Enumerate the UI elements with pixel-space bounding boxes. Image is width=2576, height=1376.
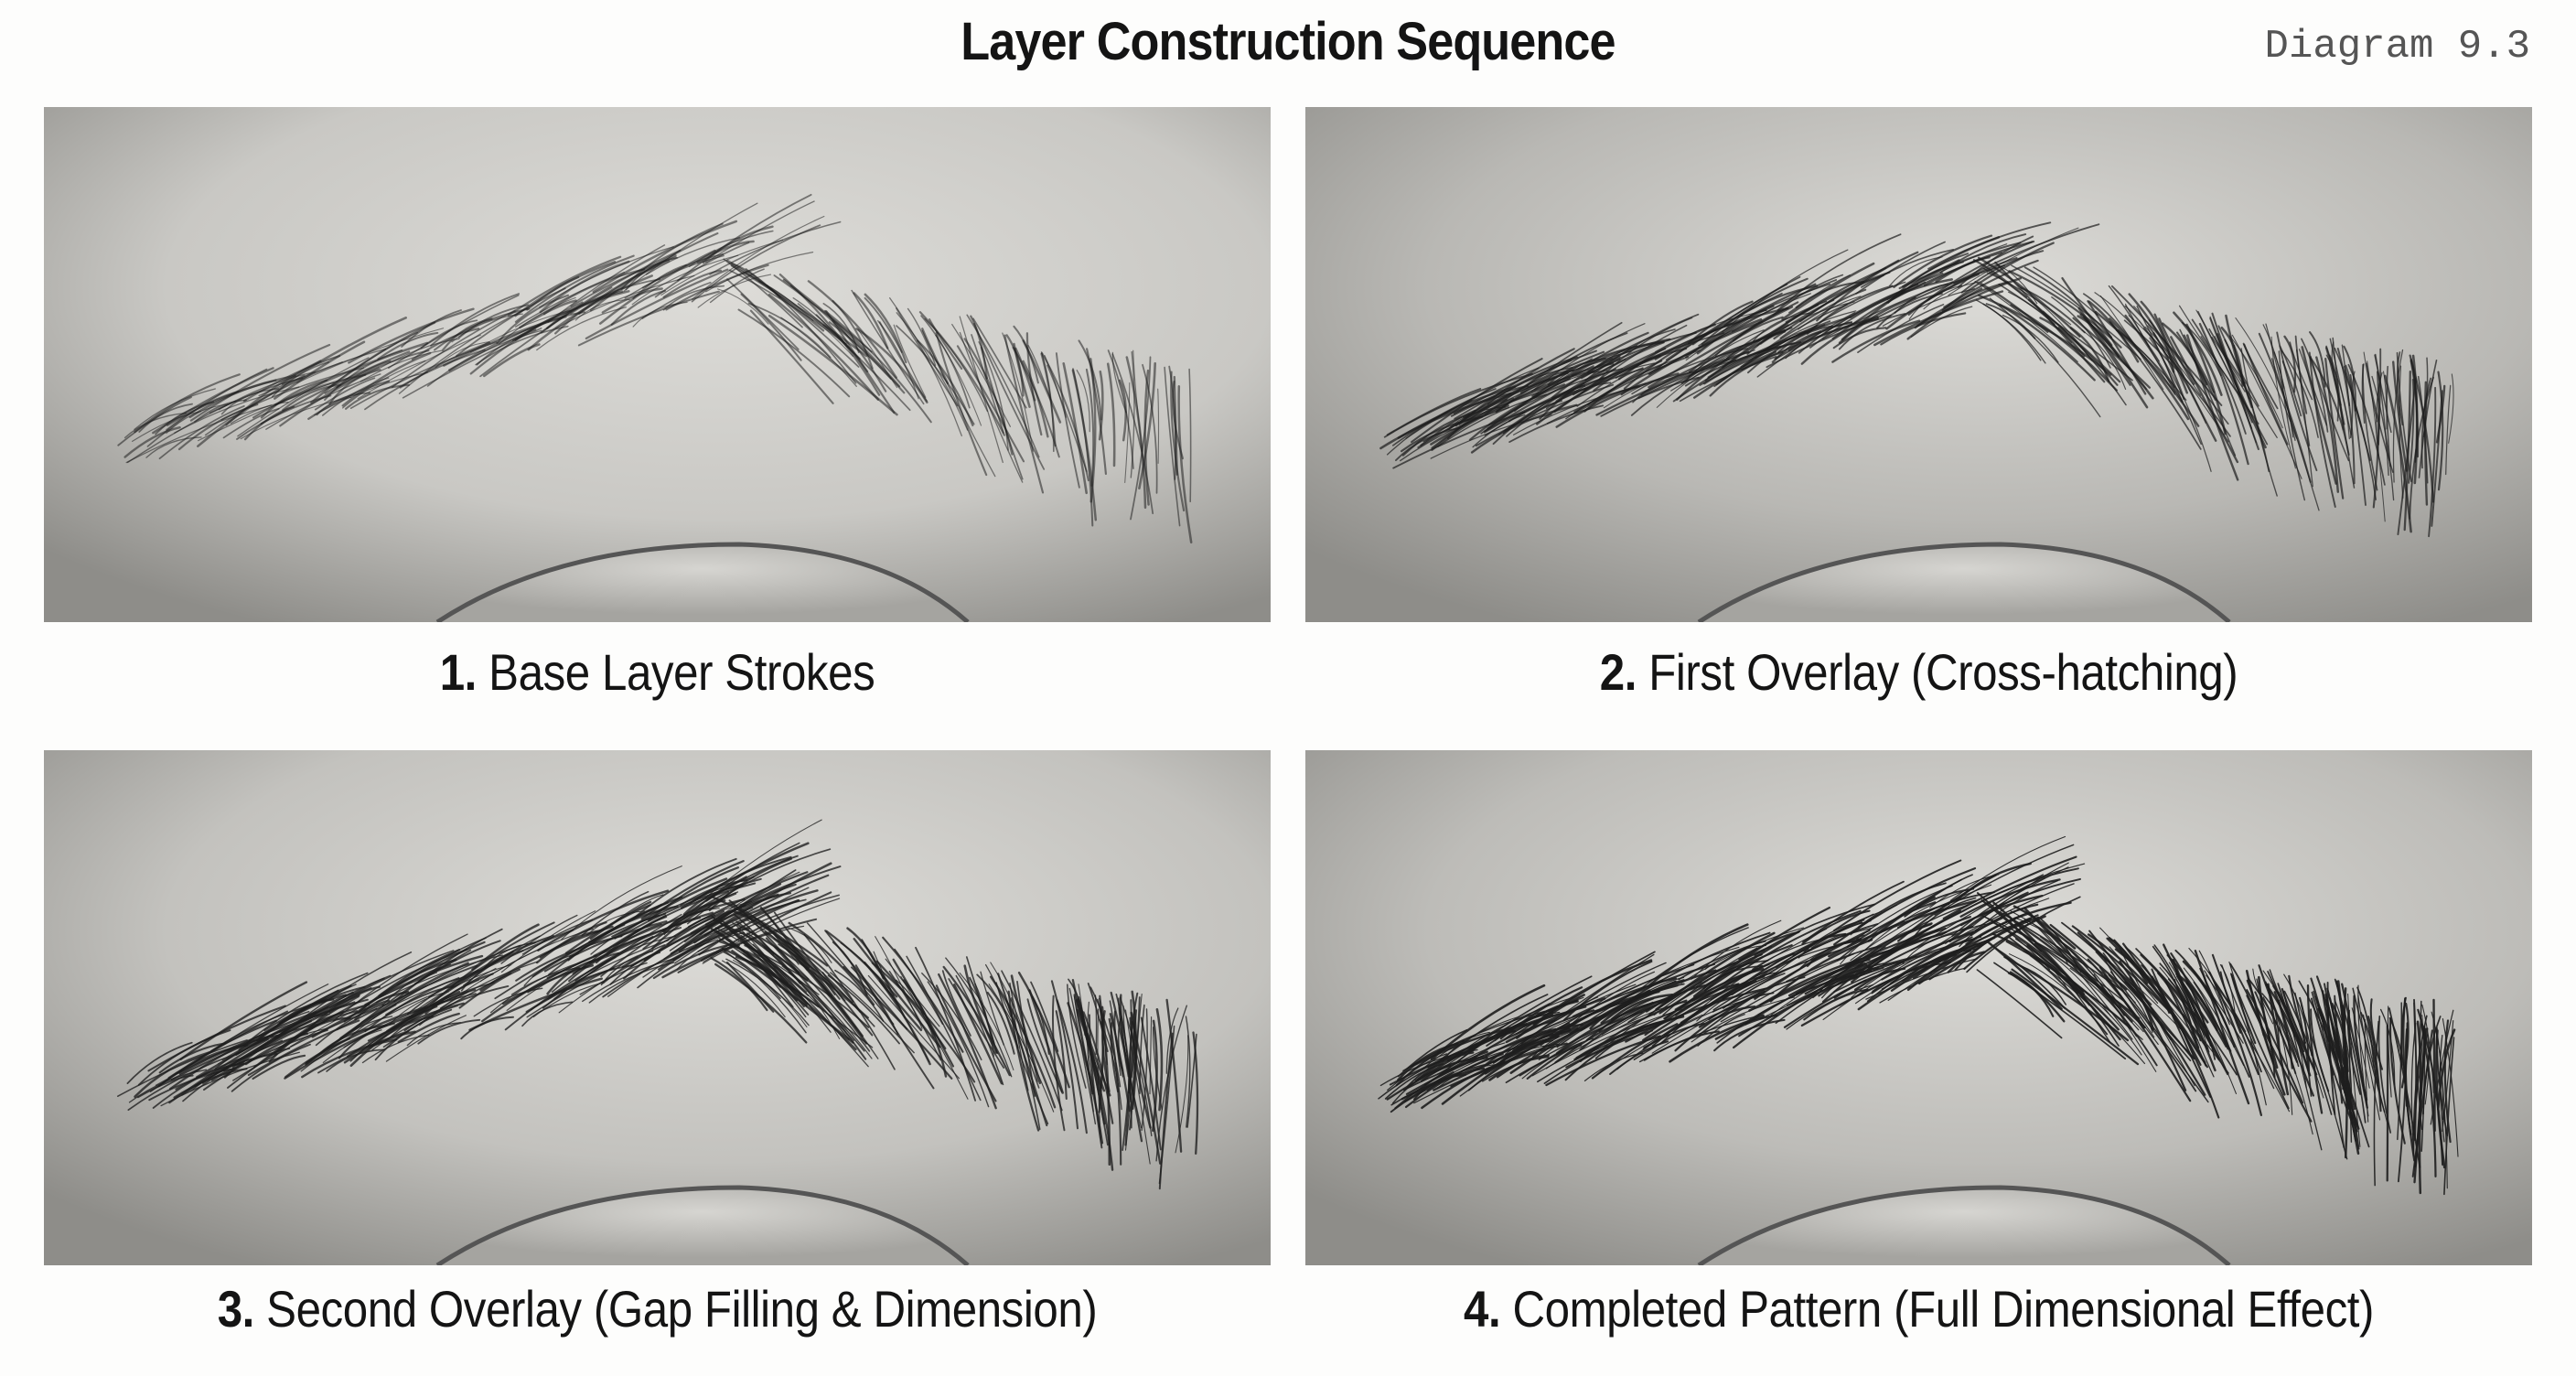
caption-text: First Overlay (Cross-hatching) — [1648, 643, 2238, 701]
diagram-number: Diagram 9.3 — [2264, 24, 2530, 70]
panel-1-image — [44, 107, 1271, 622]
panel-4-caption: 4. Completed Pattern (Full Dimensional E… — [1379, 1279, 2458, 1338]
caption-text: Base Layer Strokes — [488, 643, 875, 701]
panel-1-caption: 1. Base Layer Strokes — [117, 642, 1197, 702]
page-title: Layer Construction Sequence — [961, 12, 1615, 71]
step-number: 2. — [1599, 643, 1637, 701]
panel-4-image — [1305, 750, 2532, 1265]
panel-2-image — [1305, 107, 2532, 622]
panel-3-image — [44, 750, 1271, 1265]
panel-3-caption: 3. Second Overlay (Gap Filling & Dimensi… — [117, 1279, 1197, 1338]
caption-text: Second Overlay (Gap Filling & Dimension) — [266, 1280, 1098, 1338]
step-number: 1. — [439, 643, 478, 701]
step-number: 4. — [1463, 1280, 1501, 1338]
caption-text: Completed Pattern (Full Dimensional Effe… — [1512, 1280, 2375, 1338]
step-number: 3. — [217, 1280, 255, 1338]
panel-2-caption: 2. First Overlay (Cross-hatching) — [1379, 642, 2458, 702]
